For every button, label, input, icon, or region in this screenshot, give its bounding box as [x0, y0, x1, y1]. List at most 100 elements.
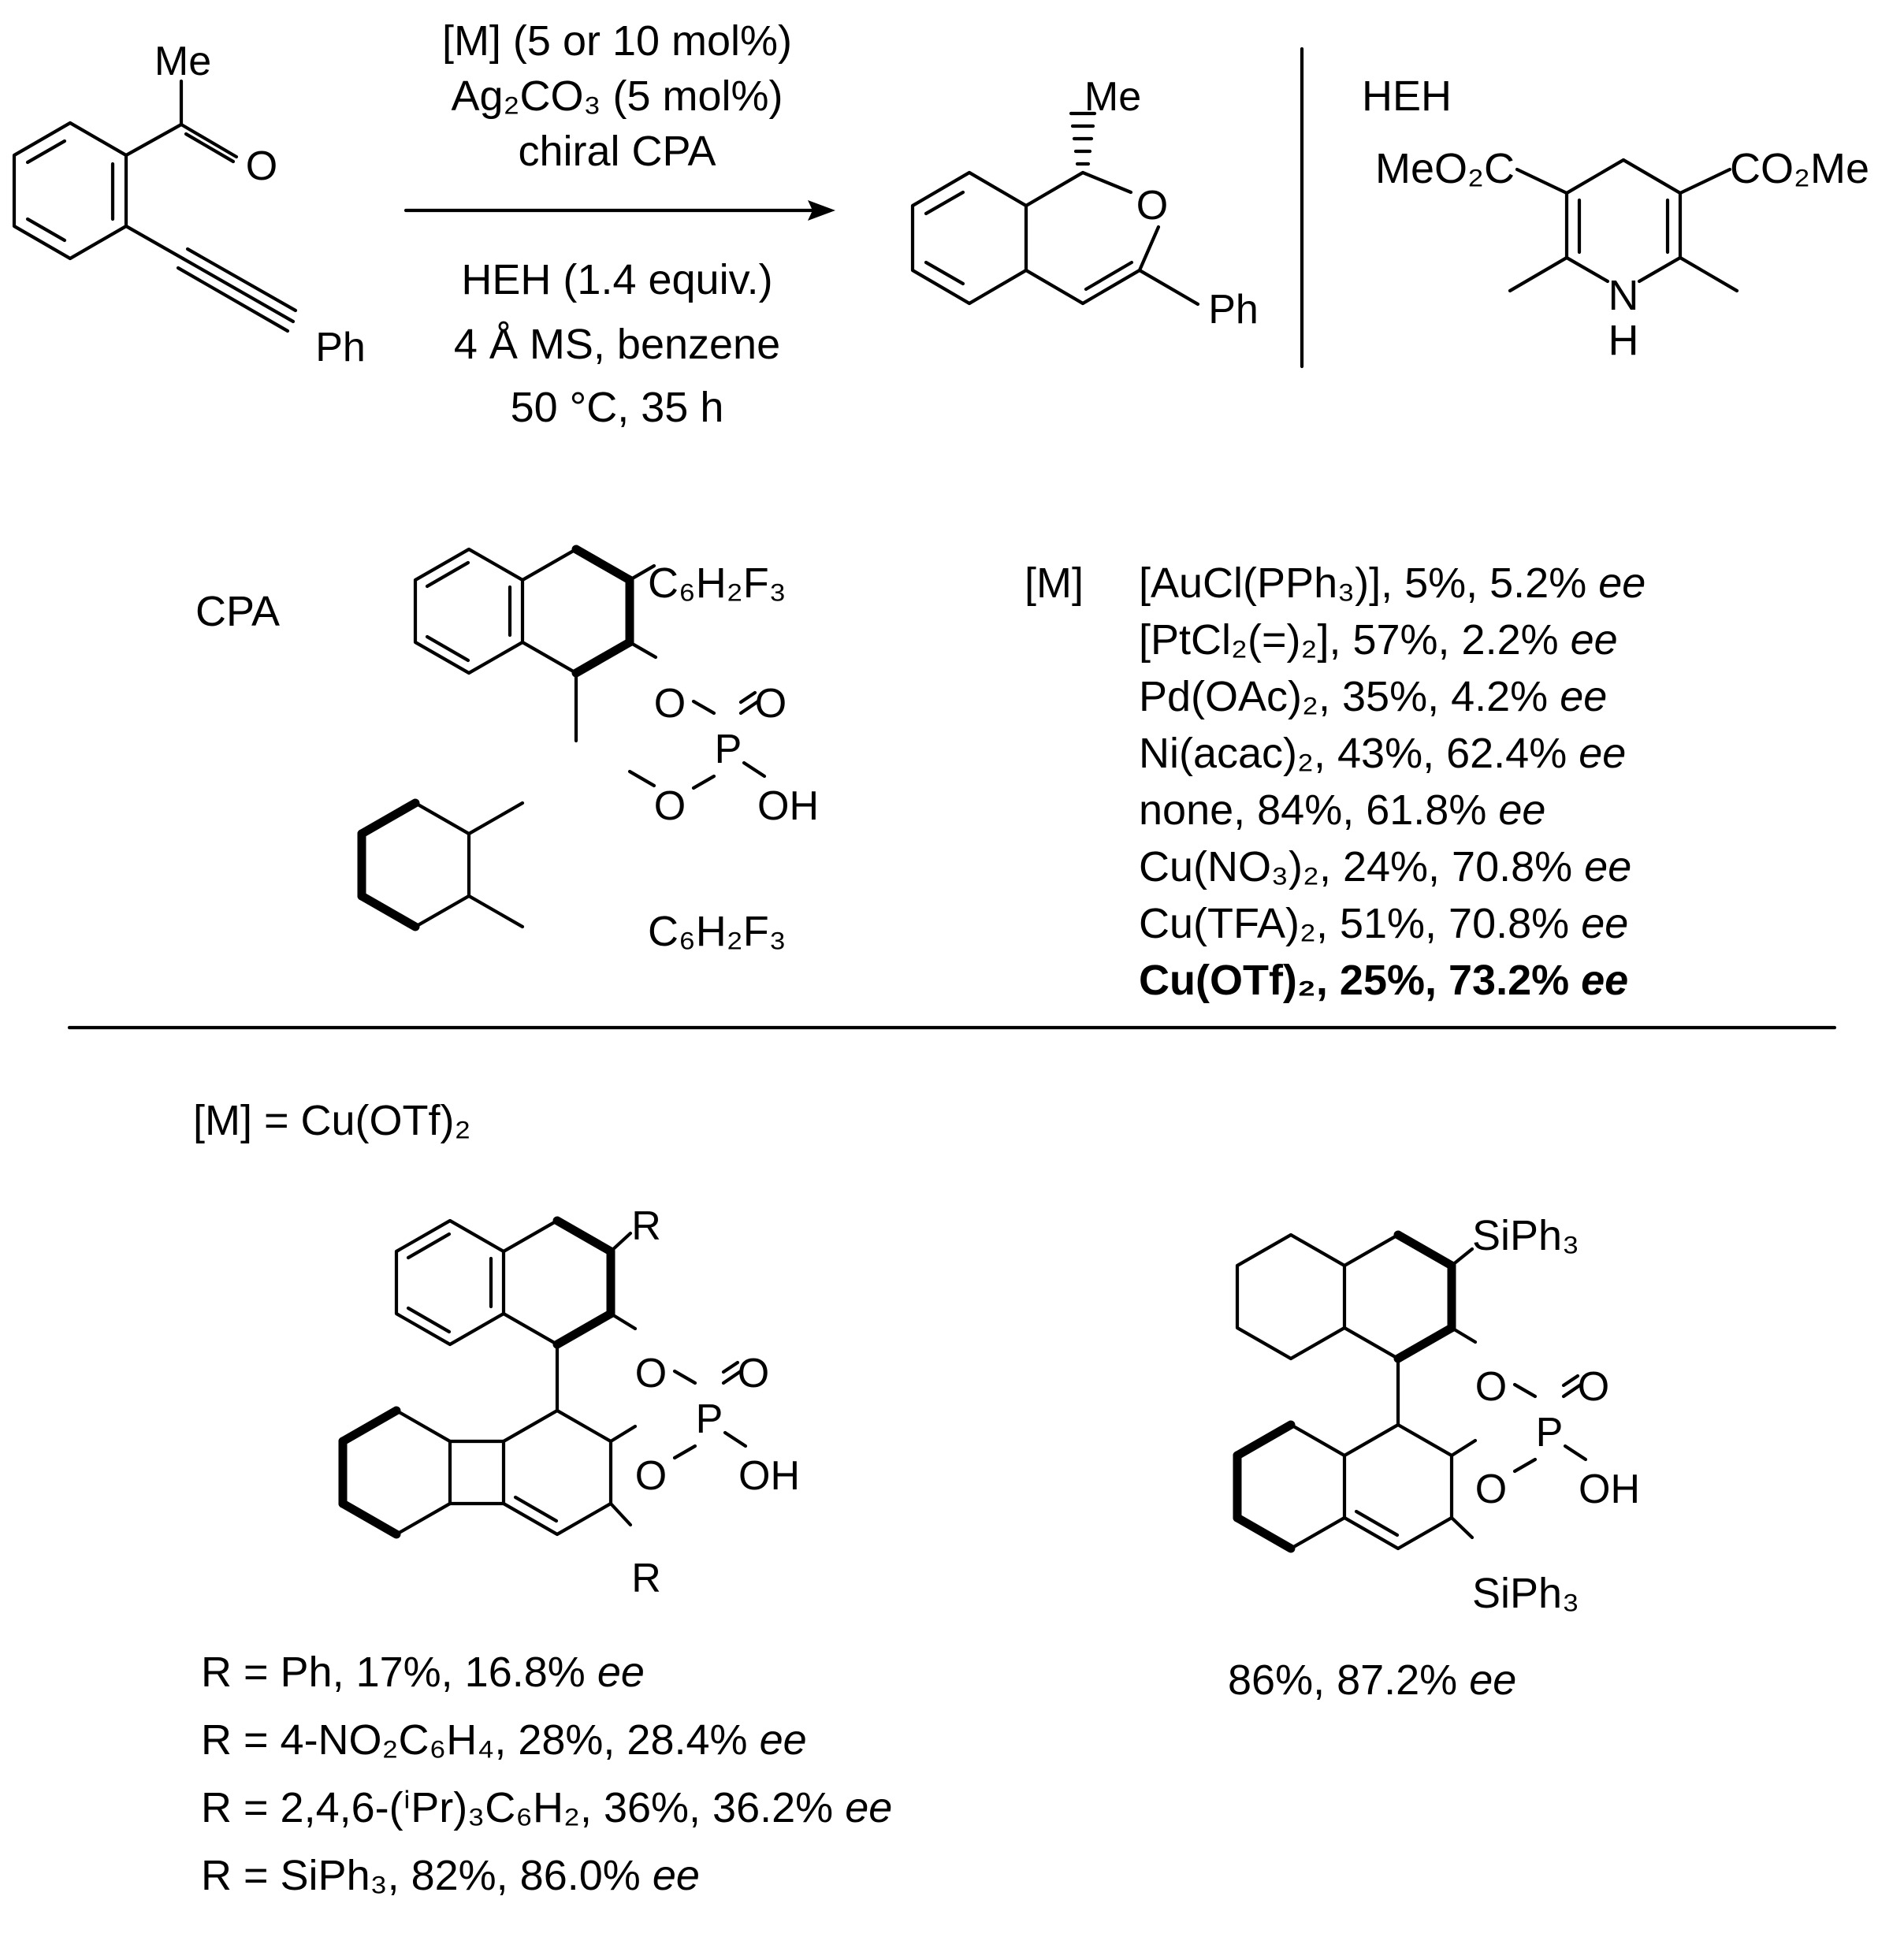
reaction-arrow [403, 200, 835, 221]
metal-result: , 51%, 70.8% [1316, 900, 1581, 947]
metal-ee: ee [1571, 616, 1618, 664]
left-oxo-label: O [738, 1351, 769, 1396]
left-oh-label: OH [738, 1453, 800, 1499]
cpa-p-label: P [715, 727, 742, 772]
metal-ee: ee [1584, 843, 1631, 890]
metal-entry: [AuCl(PPh₃)], 5%, 5.2% ee [1139, 560, 1646, 607]
condition-solvent: 4 Å MS, benzene [454, 321, 780, 368]
metal-ee: ee [1598, 560, 1646, 607]
product-ph-label: Ph [1208, 287, 1259, 333]
left-p-label: P [696, 1396, 723, 1442]
cpa-substituent-top: C₆H₂F₃ [648, 560, 787, 607]
condition-additive: Ag₂CO₃ (5 mol%) [451, 72, 783, 120]
metal-entry: none, 84%, 61.8% ee [1139, 786, 1545, 834]
metal-name: Cu(OTf)₂ [1139, 957, 1316, 1004]
heh-left-ester: MeO₂C [1375, 145, 1515, 192]
right-sub-top: SiPh₃ [1472, 1212, 1579, 1259]
heh-n-label: N [1608, 272, 1639, 319]
left-catalyst-results: R = Ph, 17%, 16.8% eeR = 4-NO₂C₆H₄, 28%,… [201, 1649, 892, 1899]
r-ee: ee [845, 1784, 892, 1831]
left-r-top: R [631, 1203, 661, 1249]
condition-catalyst: [M] (5 or 10 mol%) [442, 17, 792, 65]
condition-temperature: 50 °C, 35 h [511, 384, 724, 431]
metal-screen-label: [M] [1025, 560, 1084, 607]
heh-title: HEH [1362, 72, 1452, 120]
heh-right-ester: CO₂Me [1730, 145, 1869, 192]
right-catalyst-result: 86%, 87.2% ee [1228, 1656, 1516, 1704]
right-oxo-label: O [1578, 1364, 1609, 1410]
metal-entry: Ni(acac)₂, 43%, 62.4% ee [1139, 730, 1626, 777]
cpa-phosphate: O O P O OH C₆H₂F₃ C₆H₂F₃ [627, 560, 819, 955]
metal-result: , 35%, 4.2% [1318, 673, 1560, 720]
condition-cpa: chiral CPA [518, 128, 716, 175]
metal-ee: ee [1579, 730, 1626, 777]
heh-structure: HEH MeO₂C CO₂Me N H [1362, 72, 1869, 364]
metal-name: none [1139, 786, 1233, 834]
r-ee: ee [760, 1716, 807, 1764]
cpa-oxo-label: O [755, 681, 787, 727]
right-o2-label: O [1475, 1467, 1507, 1512]
product-me-label: Me [1084, 74, 1141, 120]
metal-entry: Cu(NO₃)₂, 24%, 70.8% ee [1139, 843, 1631, 890]
r-ee: ee [653, 1852, 700, 1899]
r-result-row: R = Ph, 17%, 16.8% ee [201, 1649, 645, 1696]
metal-name: [PtCl₂(=)₂] [1139, 616, 1329, 664]
metal-entry: Pd(OAc)₂, 35%, 4.2% ee [1139, 673, 1607, 720]
metal-result: , 84%, 61.8% [1233, 786, 1498, 834]
r-result-row: R = 4-NO₂C₆H₄, 28%, 28.4% ee [201, 1716, 807, 1764]
heh-h-label: H [1608, 317, 1639, 364]
cpa-substituent-bottom: C₆H₂F₃ [648, 908, 787, 955]
condition-heh: HEH (1.4 equiv.) [461, 256, 772, 303]
cpa-structure [357, 545, 658, 931]
right-oh-label: OH [1579, 1467, 1640, 1512]
r-group: R = 2,4,6-(ⁱPr)₃C₆H₂ [201, 1784, 580, 1831]
metal-name: Pd(OAc)₂ [1139, 673, 1318, 720]
metal-entry: Cu(TFA)₂, 51%, 70.8% ee [1139, 900, 1628, 947]
r-result: , 17%, 16.8% [333, 1649, 597, 1696]
r-result-row: R = SiPh₃, 82%, 86.0% ee [201, 1852, 700, 1899]
substrate-me-label: Me [154, 39, 211, 84]
r-group: R = 4-NO₂C₆H₄ [201, 1716, 494, 1764]
metal-entry: Cu(OTf)₂, 25%, 73.2% ee [1139, 957, 1628, 1004]
metal-name: Ni(acac)₂ [1139, 730, 1314, 777]
metal-name: [AuCl(PPh₃)] [1139, 560, 1381, 607]
r-result-row: R = 2,4,6-(ⁱPr)₃C₆H₂, 36%, 36.2% ee [201, 1784, 892, 1831]
r-result: , 82%, 86.0% [388, 1852, 653, 1899]
left-catalyst-structure: R O O P O OH R [338, 1203, 800, 1601]
right-sub-bottom: SiPh₃ [1472, 1570, 1579, 1617]
r-ee: ee [597, 1649, 645, 1696]
metal-result: , 5%, 5.2% [1381, 560, 1598, 607]
substrate-o-label: O [246, 143, 277, 189]
r-result: , 36%, 36.2% [580, 1784, 845, 1831]
cpa-oh-label: OH [757, 783, 819, 829]
cpa-o2-label: O [654, 783, 686, 829]
metal-screen: [M] [AuCl(PPh₃)], 5%, 5.2% ee [PtCl₂(=)₂]… [1025, 560, 1646, 1004]
bottom-condition: [M] = Cu(OTf)₂ [193, 1097, 470, 1144]
substrate-structure: Me O Ph [12, 39, 366, 370]
metal-result: , 57%, 2.2% [1329, 616, 1570, 664]
right-p-label: P [1536, 1410, 1564, 1456]
r-group: R = SiPh₃ [201, 1852, 388, 1899]
metal-result: , 25%, 73.2% [1316, 957, 1581, 1004]
left-o2-label: O [635, 1453, 667, 1499]
metal-result: , 24%, 70.8% [1319, 843, 1584, 890]
substrate-ph-label: Ph [315, 325, 366, 370]
metal-ee: ee [1581, 900, 1628, 947]
metal-ee: ee [1560, 673, 1607, 720]
metal-ee: ee [1581, 957, 1628, 1004]
metal-ee: ee [1498, 786, 1545, 834]
metal-result: , 43%, 62.4% [1314, 730, 1579, 777]
r-result: , 28%, 28.4% [494, 1716, 759, 1764]
cpa-o1-label: O [654, 681, 686, 727]
cpa-label: CPA [195, 588, 280, 635]
product-o-label: O [1136, 183, 1168, 229]
left-r-bottom: R [631, 1556, 661, 1601]
left-o1-label: O [635, 1351, 667, 1396]
right-catalyst-structure: SiPh₃ O O P O OH SiPh₃ [1233, 1212, 1640, 1617]
r-group: R = Ph [201, 1649, 333, 1696]
metal-name: Cu(NO₃)₂ [1139, 843, 1319, 890]
right-o1-label: O [1475, 1364, 1507, 1410]
product-structure: Me O Ph [910, 74, 1259, 333]
metal-name: Cu(TFA)₂ [1139, 900, 1316, 947]
